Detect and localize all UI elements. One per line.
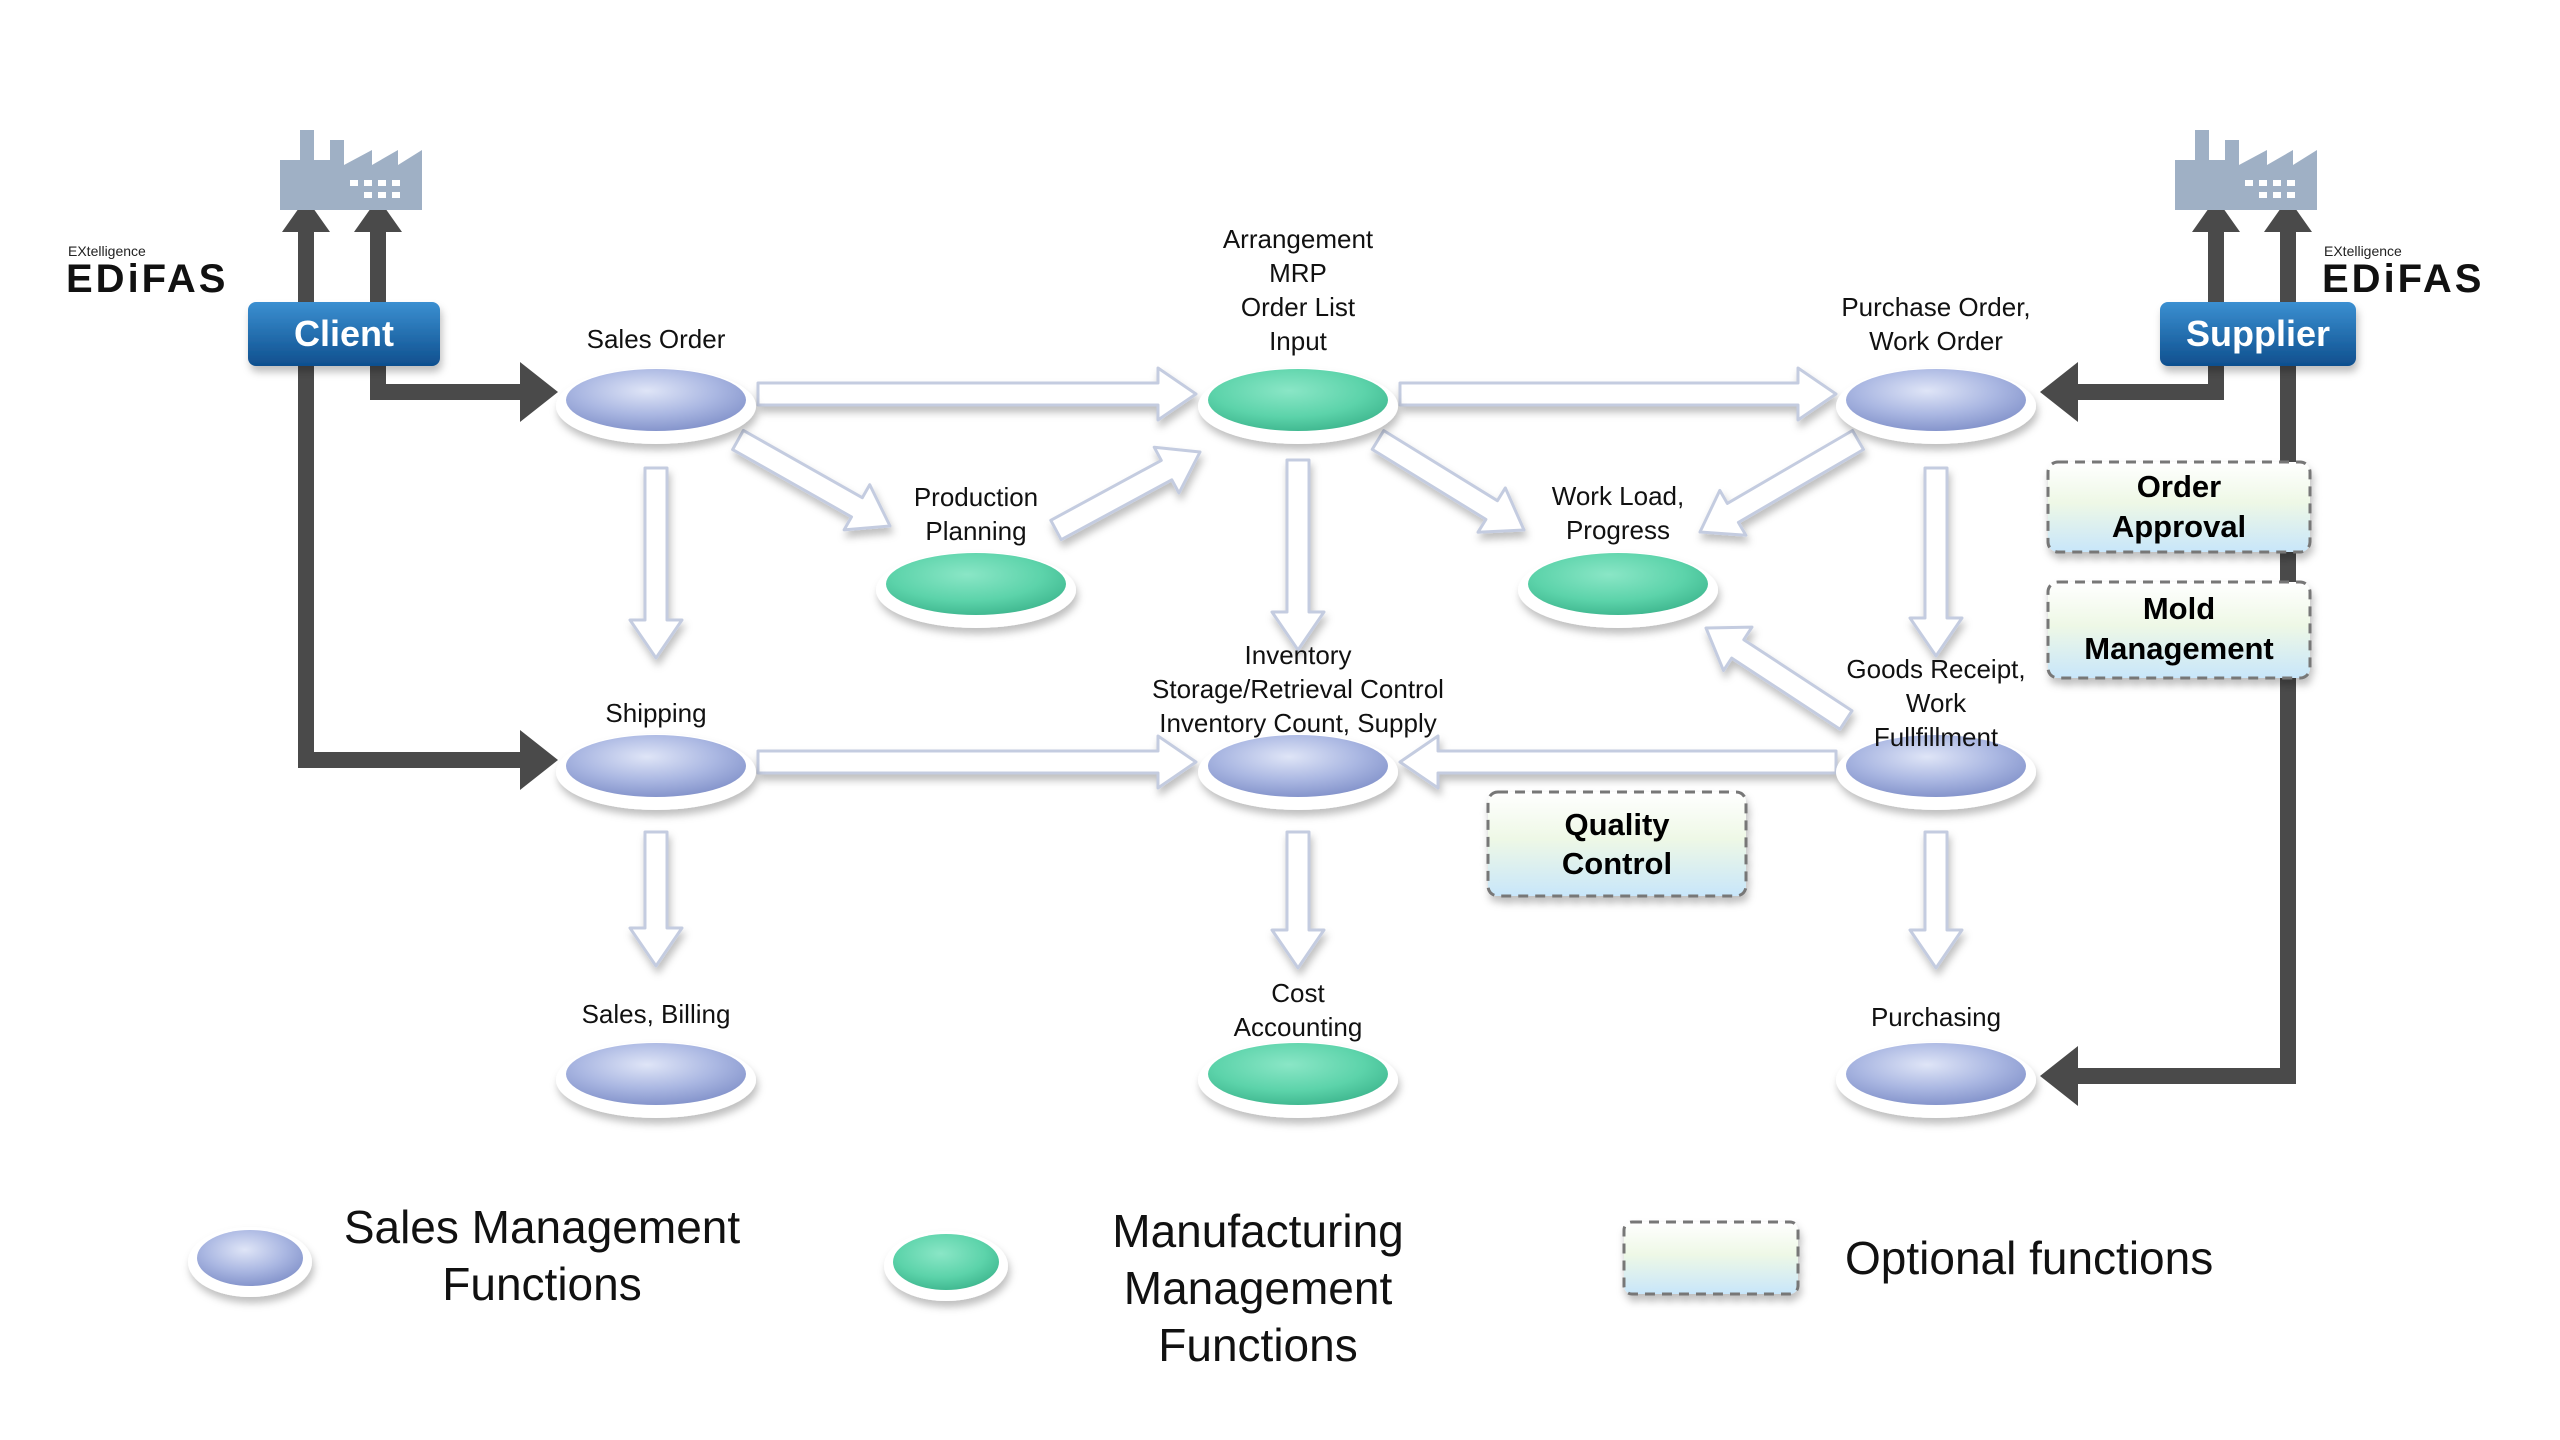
svg-text:Management: Management [2084,631,2273,666]
flow-arrow-2 [731,428,892,532]
flow-arrow-14 [1908,830,1964,970]
node-label: Storage/Retrieval Control [1152,674,1444,704]
flow-arrow-5 [1698,429,1865,537]
flow-arrow-0 [756,366,1198,422]
node-label: Work Order [1869,326,2003,356]
legend-optional-label: Optional functions [1845,1232,2213,1284]
client-connectors [282,198,558,790]
node-label: Inventory Count, Supply [1159,708,1437,738]
node-disc [1528,553,1708,615]
legend-mfg-line3: Functions [1158,1319,1357,1371]
legend-mfg-line1: Manufacturing [1112,1205,1404,1257]
flow-arrow-1 [1398,366,1838,422]
node-label: Production [914,482,1038,512]
svg-text:Approval: Approval [2112,509,2246,544]
svg-text:Control: Control [1562,846,1672,881]
node-disc [1208,369,1388,431]
supplier-button[interactable]: Supplier [2160,302,2356,366]
node-purchasing[interactable]: Purchasing [1836,1002,2036,1118]
client-button[interactable]: Client [248,302,440,366]
legend-sales-line1: Sales Management [344,1201,741,1253]
svg-text:EXtelligence: EXtelligence [2324,243,2402,259]
flow-arrow-11 [1398,734,1838,790]
node-shipping[interactable]: Shipping [556,698,756,810]
flow-arrow-12 [628,830,684,968]
node-label: Sales, Billing [582,999,731,1029]
optional-mold-management: Mold Management [2046,580,2312,680]
node-label: Progress [1566,515,1670,545]
svg-text:Supplier: Supplier [2186,313,2330,354]
node-label: Input [1269,326,1328,356]
node-label: Inventory [1245,640,1352,670]
node-disc [1208,735,1388,797]
supplier-logo: EXtelligence EDiFAS [2322,243,2484,301]
node-label: Shipping [605,698,706,728]
svg-text:Quality: Quality [1564,807,1670,842]
legend: Sales Management Functions Manufacturing… [188,1201,2213,1371]
node-label: Accounting [1234,1012,1363,1042]
node-disc [1846,369,2026,431]
flow-arrow-13 [1270,830,1326,970]
legend-sales: Sales Management Functions [188,1201,740,1310]
node-label: Sales Order [587,324,726,354]
node-disc [566,1043,746,1105]
flow-arrow-6 [1704,625,1854,731]
svg-text:EXtelligence: EXtelligence [68,243,146,259]
client-factory-icon [280,130,422,210]
svg-text:EDiFAS: EDiFAS [2322,257,2484,301]
node-label: Arrangement [1223,224,1374,254]
optional-quality-control: Quality Control [1486,790,1748,898]
flow-arrow-4 [1370,429,1526,534]
client-logo: EXtelligence EDiFAS [66,243,228,301]
flow-arrow-3 [1049,445,1202,542]
node-label: Goods Receipt, [1846,654,2025,684]
flow-arrows [628,366,1964,970]
node-label: MRP [1269,258,1327,288]
node-label: Purchasing [1871,1002,2001,1032]
node-disc [886,553,1066,615]
flow-arrow-10 [756,734,1198,790]
legend-optional: Optional functions [1622,1220,2213,1296]
flow-arrow-9 [1908,466,1964,658]
svg-text:Mold: Mold [2143,591,2215,626]
node-label: Order List [1241,292,1356,322]
node-label: Work [1906,688,1967,718]
node-disc [1208,1043,1388,1105]
node-disc [566,369,746,431]
node-disc [1846,1043,2026,1105]
node-work-load[interactable]: Work Load, Progress [1518,481,1718,628]
flow-arrow-8 [1270,458,1326,652]
optional-order-approval: Order Approval [2046,460,2312,554]
node-label: Purchase Order, [1841,292,2030,322]
flow-arrow-7 [628,466,684,660]
legend-manufacturing: Manufacturing Management Functions [884,1205,1404,1371]
node-label: Cost [1271,978,1325,1008]
node-label: Fullfillment [1874,722,1999,752]
node-label: Work Load, [1552,481,1684,511]
node-sales-order[interactable]: Sales Order [556,324,756,444]
legend-mfg-line2: Management [1124,1262,1393,1314]
supplier-factory-icon [2175,130,2317,210]
svg-text:Client: Client [294,313,394,354]
node-sales-billing[interactable]: Sales, Billing [556,999,756,1118]
node-disc [1846,735,2026,797]
node-disc [566,735,746,797]
node-label: Planning [925,516,1026,546]
svg-text:Order: Order [2137,469,2221,504]
svg-text:EDiFAS: EDiFAS [66,257,228,301]
node-purchase-order[interactable]: Purchase Order, Work Order [1836,292,2036,444]
legend-sales-line2: Functions [442,1258,641,1310]
